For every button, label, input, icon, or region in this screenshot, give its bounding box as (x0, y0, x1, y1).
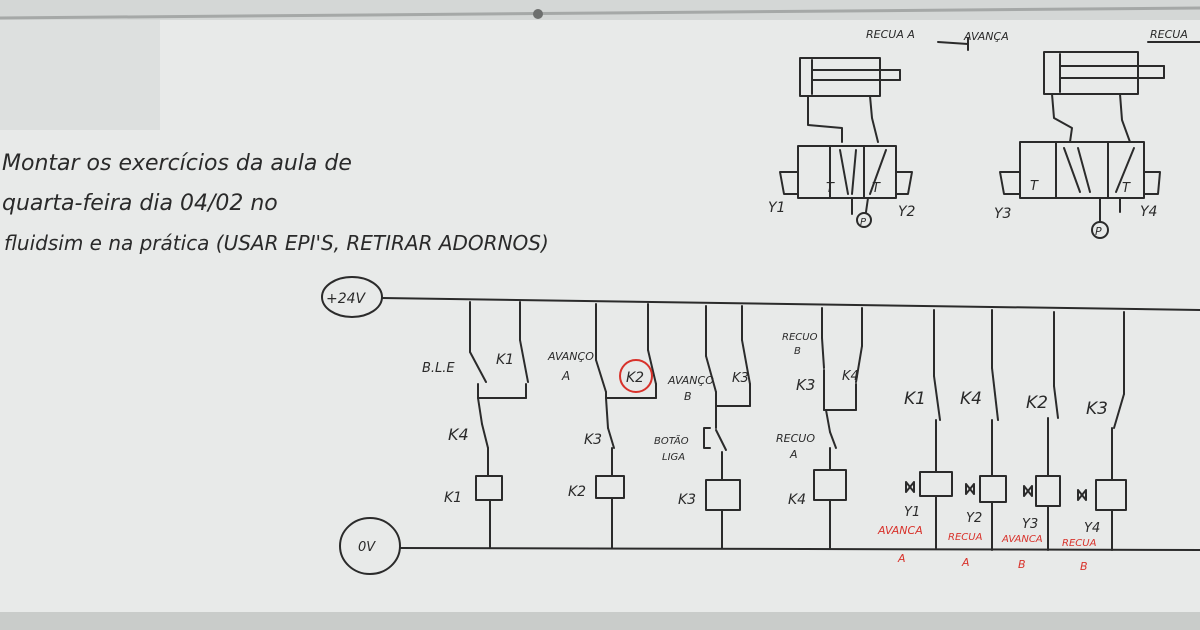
valve-b-port-t1: T (1030, 179, 1039, 194)
output-4-note: RECUA (1062, 538, 1097, 549)
rung-3-series-label: BOTÃO (654, 434, 689, 447)
rung-1-coil-label: K1 (444, 490, 462, 506)
rung-4-nc-label: K3 (796, 376, 815, 394)
valve-a-port-t1: T (826, 181, 835, 196)
output-4-contact-label: K3 (1086, 399, 1108, 419)
output-4 (1077, 311, 1127, 551)
valve-a-solenoid-left: Y1 (768, 200, 785, 216)
output-3 (1023, 311, 1061, 551)
rung-3-series-label-2: LIGA (662, 452, 685, 463)
rung-2-start-label: AVANÇO (547, 350, 594, 363)
valve-a-port-t2: T (872, 181, 881, 196)
rung-4-series-label: RECUO (776, 432, 815, 445)
output-4-coil-label: Y4 (1084, 521, 1100, 536)
output-3-contact-label: K2 (1026, 393, 1048, 413)
rung-1 (469, 301, 529, 549)
rung-2-start-label-2: A (561, 369, 570, 383)
valve-a-drawing (779, 145, 913, 228)
output-4-note-2: B (1080, 560, 1088, 573)
valve-b-drawing (999, 141, 1161, 239)
rung-2-series-label: K3 (584, 432, 602, 448)
output-3-note: AVANCA (1001, 534, 1043, 545)
rung-2-coil-label: K2 (568, 484, 586, 500)
valve-b-solenoid-right: Y4 (1140, 204, 1157, 220)
ground-label: 0V (358, 540, 376, 555)
rung-4-start-label: RECUO (782, 332, 818, 343)
rung-3 (703, 305, 751, 549)
output-1-coil-label: Y1 (904, 505, 920, 520)
board-top-edge (0, 6, 1200, 20)
output-1 (905, 309, 953, 549)
note-line-3: fluidsim e na prática (USAR EPI'S, RETIR… (4, 231, 549, 255)
board-magnet (533, 9, 543, 19)
note-line-1: Montar os exercícios da aula de (2, 151, 352, 176)
rung-3-coil-label: K3 (678, 492, 696, 508)
ladder-rails (321, 276, 1200, 575)
supply-label: +24V (326, 291, 367, 307)
output-2-contact-label: K4 (960, 389, 982, 409)
valve-a-solenoid-right: Y2 (898, 204, 916, 220)
rung-4-series-label-2: A (789, 448, 798, 461)
rung-2-seal-label: K2 (626, 370, 644, 386)
rung-4 (813, 307, 863, 549)
valve-a-port-p: P (860, 217, 867, 228)
output-2 (965, 309, 1007, 551)
cylinder-a-label-left: RECUA A (866, 28, 915, 41)
output-2-note: RECUA (948, 532, 983, 543)
valve-b-port-t2: T (1122, 181, 1131, 196)
output-2-note-2: A (961, 556, 970, 569)
cylinder-a-drawing (799, 37, 969, 143)
output-1-note-2: A (897, 552, 906, 565)
output-1-contact-label: K1 (904, 389, 926, 409)
rung-3-start-label-2: B (684, 390, 692, 403)
rung-1-series-label: K4 (448, 425, 469, 444)
note-line-2: quarta-feira dia 04/02 no (2, 191, 278, 216)
rung-3-seal-label: K3 (732, 371, 749, 386)
rung-4-seal-label: K4 (842, 369, 859, 384)
output-3-coil-label: Y3 (1022, 517, 1038, 532)
red-highlight-circle (619, 359, 653, 393)
cylinder-b-drawing (1043, 41, 1200, 143)
output-1-note: AVANCA (877, 524, 923, 537)
cylinder-b-label-right: RECUA (1150, 28, 1188, 41)
valve-b-port-p: P (1095, 225, 1102, 238)
board-glare (0, 20, 160, 130)
rung-1-start-label: B.L.E (422, 361, 455, 376)
rung-1-seal-label: K1 (496, 352, 514, 368)
valve-b-solenoid-left: Y3 (994, 206, 1011, 222)
board-bottom-tray (0, 612, 1200, 630)
cylinder-a-label-right: AVANÇA (963, 30, 1009, 43)
rung-2 (595, 303, 657, 549)
rung-3-start-label: AVANÇO (667, 374, 714, 387)
rung-4-start-label-2: B (794, 346, 801, 357)
output-3-note-2: B (1018, 558, 1026, 571)
output-2-coil-label: Y2 (966, 511, 982, 526)
rung-4-coil-label: K4 (788, 492, 806, 508)
